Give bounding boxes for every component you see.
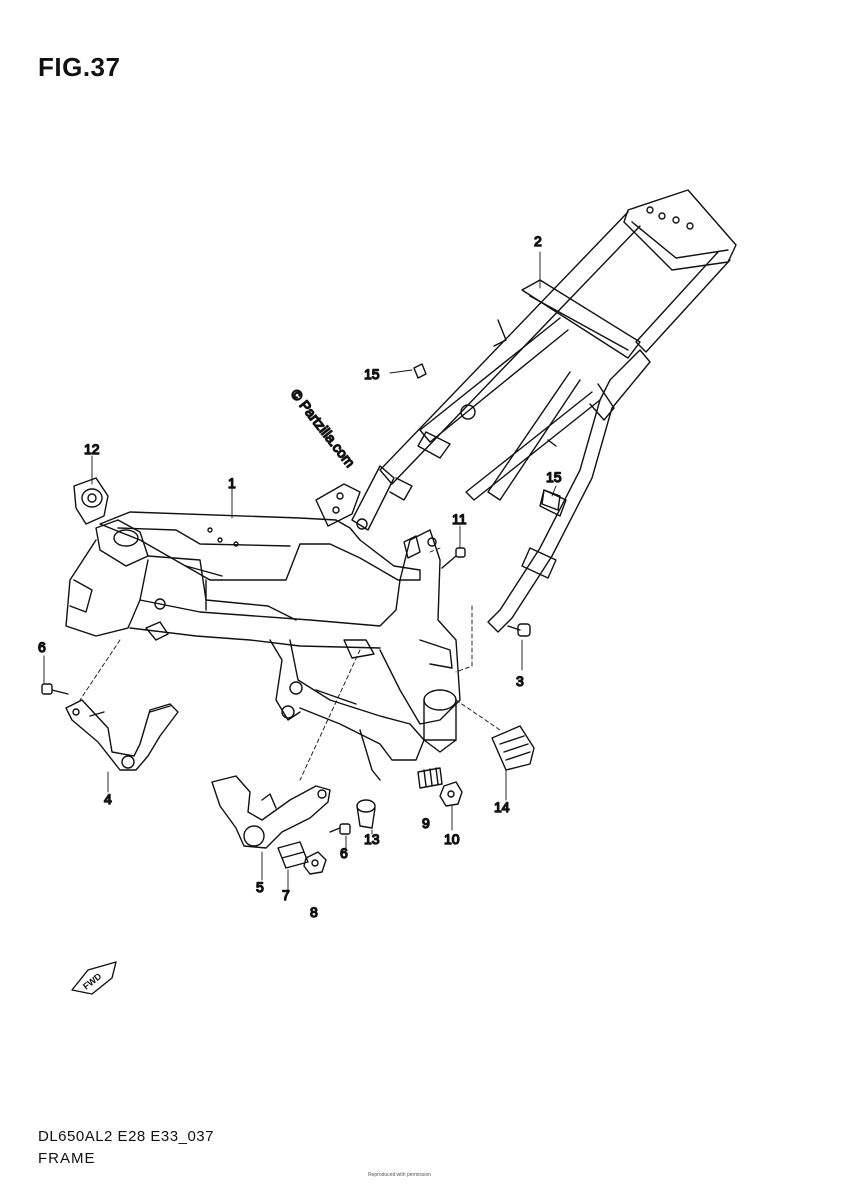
callout-6-left: 6 <box>38 639 46 655</box>
diagram-name: FRAME <box>38 1150 96 1167</box>
nut-10-part <box>439 781 463 807</box>
callout-9: 9 <box>422 815 430 831</box>
leader-lines <box>43 251 557 891</box>
reproduction-credit: Reproduced with permission <box>368 1172 432 1178</box>
bolt-12-part <box>441 547 466 569</box>
callout-15-upper: 15 <box>364 366 380 382</box>
collar-11-part <box>356 799 376 829</box>
callout-6-right: 6 <box>340 845 348 861</box>
spring-9-part <box>417 767 443 789</box>
part-15-clip-lower <box>541 489 561 511</box>
partzilla-watermark: © Partzilla.com <box>288 386 359 470</box>
spring-7-part <box>277 841 309 869</box>
callout-2: 2 <box>534 233 542 249</box>
bolt-6-right-part <box>329 823 351 835</box>
callout-12: 11 <box>452 511 467 527</box>
part-5-footrest-bracket <box>211 775 331 849</box>
callout-7: 7 <box>282 887 290 903</box>
forward-arrow-icon: FWD <box>71 961 117 995</box>
callout-1: 1 <box>228 475 236 491</box>
part-13-bracket <box>73 477 109 525</box>
callout-5: 5 <box>256 879 264 895</box>
diagram-code: DL650AL2 E28 E33_037 <box>38 1128 214 1145</box>
main-frame-part <box>65 483 461 781</box>
part-4-footrest-bracket <box>65 699 179 771</box>
callout-4: 4 <box>104 791 112 807</box>
callout-15-lower: 15 <box>546 469 562 485</box>
callout-10: 10 <box>444 831 460 847</box>
callout-11: 13 <box>364 831 380 847</box>
figure-title: FIG.37 <box>38 52 121 82</box>
callout-3: 3 <box>516 673 524 689</box>
callout-13: 12 <box>84 441 100 457</box>
part-14-heel-plate <box>491 725 535 771</box>
callout-14: 14 <box>494 799 510 815</box>
bolt-3-part <box>507 623 531 637</box>
callout-8: 8 <box>310 904 318 920</box>
part-15-clip-upper <box>413 363 427 379</box>
nut-8-part <box>303 851 327 875</box>
rear-subframe-part <box>351 189 737 633</box>
bolt-6-left-part <box>41 683 69 695</box>
